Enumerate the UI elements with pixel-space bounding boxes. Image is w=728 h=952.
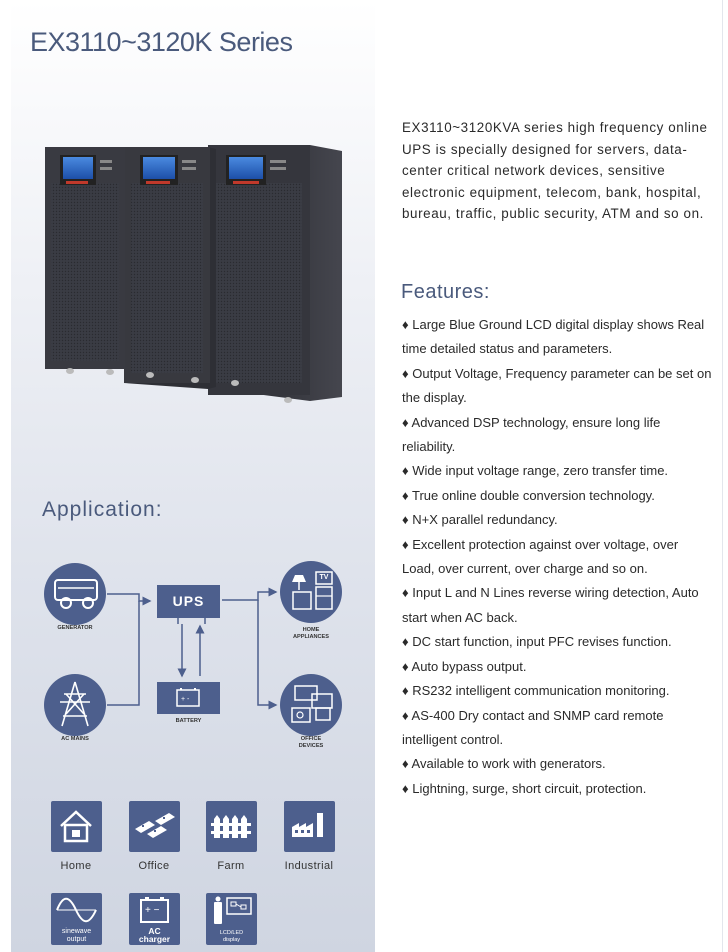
tv-label: TV [319, 574, 329, 581]
list-item: ♦ Large Blue Ground LCD digital display … [402, 317, 705, 357]
features-heading: Features: [401, 281, 490, 303]
list-item: ♦ Available to work with generators. [402, 756, 606, 772]
factory-icon [292, 813, 323, 837]
sinewave-badge: sinewave output [51, 893, 102, 945]
battery-icon: + - [157, 682, 220, 714]
list-item: ♦ Lightning, surge, short circuit, prote… [402, 780, 647, 796]
list-item: ♦ Output Voltage, Frequency parameter ca… [402, 365, 712, 406]
lcd-panel-icon [214, 896, 252, 924]
list-item: ♦ RS232 intelligent communication monito… [402, 683, 670, 699]
home-tile [51, 801, 102, 852]
list-item: ♦ AS-400 Dry contact and SNMP card remot… [402, 707, 664, 747]
sinewave-icon [56, 897, 97, 923]
industrial-label: Industrial [284, 860, 334, 872]
ups-box [157, 585, 220, 618]
office-tile [129, 801, 180, 852]
industrial-tile [284, 801, 335, 852]
ups-label: UPS [172, 593, 205, 609]
page-edge-line [722, 0, 723, 952]
ac-charger-badge: + − AC charger [129, 893, 180, 945]
ups-cabinets-image [45, 145, 342, 403]
generator-icon [44, 563, 106, 625]
office-buildings-icon [135, 813, 175, 838]
office-label: Office [138, 860, 170, 872]
home-label: Home [60, 860, 92, 872]
list-item: ♦ Auto bypass output. [402, 658, 527, 674]
list-item: ♦ Input L and N Lines reverse wiring det… [402, 585, 699, 625]
application-heading: Application: [42, 498, 163, 521]
farm-tile [206, 801, 257, 852]
farm-label: Farm [217, 860, 245, 872]
ac-mains-label: AC MAINS [61, 736, 89, 742]
battery-charger-icon: + − [140, 897, 169, 923]
intro-text: EX3110~3120KVA series high frequency onl… [402, 120, 708, 222]
cabinet-2 [124, 147, 216, 389]
home-appliances-icon [280, 561, 342, 623]
list-item: ♦ N+X parallel redundancy. [402, 512, 558, 528]
list-item: ♦ Advanced DSP technology, ensure long l… [402, 414, 661, 455]
power-tower-icon [44, 674, 106, 736]
generator-label: GENERATOR [57, 625, 93, 631]
list-item: ♦ Excellent protection against over volt… [402, 536, 679, 577]
cabinet-3 [208, 145, 342, 401]
feature-list: ♦ Large Blue Ground LCD digital display … [402, 313, 712, 801]
list-item: ♦ Wide input voltage range, zero transfe… [402, 463, 669, 479]
home-appliances-label: HOME APPLIANCES [292, 627, 330, 640]
list-item: ♦ DC start function, input PFC revises f… [402, 634, 672, 650]
list-item: ♦ True online double conversion technolo… [402, 487, 655, 503]
office-devices-label: OFFICE DEVICES [298, 736, 324, 749]
office-devices-icon [280, 674, 342, 736]
cabinet-1 [45, 147, 125, 369]
lcd-display-badge: LCD/LED display [206, 893, 257, 945]
svg-text:+ −: + − [145, 905, 160, 916]
battery-label: BATTERY [175, 718, 202, 724]
house-icon [60, 810, 92, 843]
fence-icon [211, 815, 251, 838]
application-diagram: + - [44, 561, 342, 736]
page-title: EX3110~3120K Series [30, 27, 293, 57]
svg-text:+ -: + - [181, 696, 190, 703]
